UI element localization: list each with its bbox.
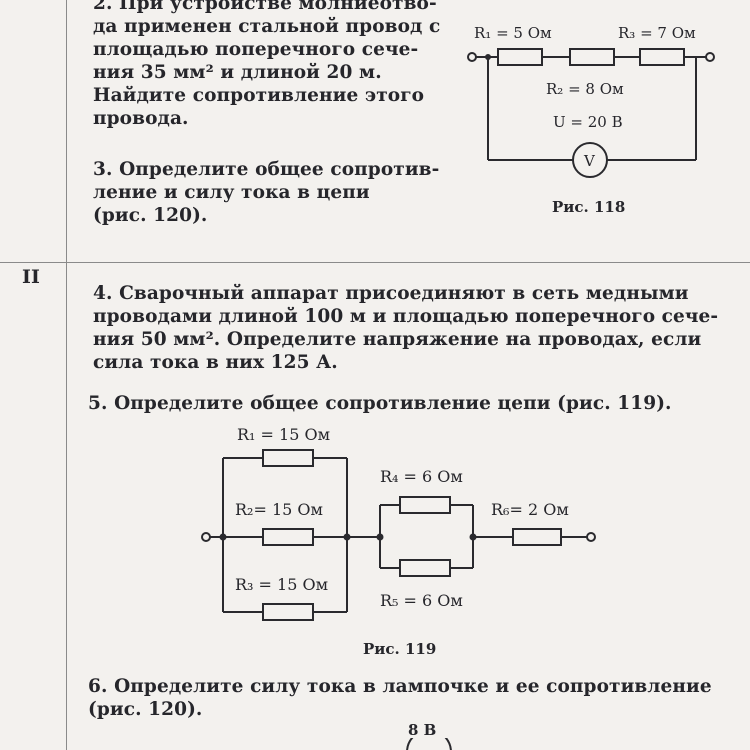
fig119-r6-label: R₆= 2 Ом <box>491 500 569 519</box>
q2-line: да применен стальной провод с <box>93 16 441 37</box>
question-6: 6. Определите силу тока в лампочке и ее … <box>88 675 738 721</box>
section-divider <box>0 262 750 263</box>
q2-line: Найдите сопротивление этого <box>93 85 425 106</box>
q3-line: (рис. 120). <box>93 205 208 226</box>
fig118-r3-label: R₃ = 7 Ом <box>618 24 696 42</box>
q3-line: Определите общее сопротив- <box>119 159 440 180</box>
margin-rule <box>66 0 67 750</box>
fig119-r2-label: R₂= 15 Ом <box>235 500 323 519</box>
q3-number: 3. <box>93 159 113 180</box>
question-5: 5. Определите общее сопротивление цепи (… <box>88 392 728 415</box>
fig120-voltage-label: 8 В <box>408 721 437 739</box>
section-mark: II <box>22 266 40 288</box>
q6-line: (рис. 120). <box>88 699 203 720</box>
fig118-resistor-r2 <box>569 48 615 66</box>
q6-number: 6. <box>88 676 108 697</box>
fig119-r4-label: R₄ = 6 Ом <box>380 467 463 486</box>
q4-line: ния 50 мм². Определите напряжение на про… <box>93 329 702 350</box>
q2-line: ния 35 мм² и длиной 20 м. <box>93 62 382 83</box>
question-2: 2. При устройстве молниеотво- да примене… <box>93 0 453 130</box>
question-4: 4. Сварочный аппарат присоединяют в сеть… <box>93 282 733 374</box>
q2-line: 2. При устройстве молниеотво- <box>93 0 437 14</box>
fig118-r1-label: R₁ = 5 Ом <box>474 24 552 42</box>
q5-text: Определите общее сопротивление цепи (рис… <box>114 393 672 414</box>
q6-line: Определите силу тока в лампочке и ее соп… <box>114 676 712 697</box>
fig118-caption: Рис. 118 <box>552 198 625 216</box>
q4-line: проводами длиной 100 м и площадью попере… <box>93 306 719 327</box>
voltmeter-icon: V <box>583 152 596 170</box>
figure-119: R₁ = 15 Ом R₂= 15 Ом R₃ = 15 Ом R₄ = 6 О… <box>201 425 596 658</box>
fig118-u-label: U = 20 В <box>553 113 623 131</box>
figure-118: R₁ = 5 Ом R₃ = 7 Ом R₂ = 8 Ом U = 20 В V… <box>467 24 715 216</box>
q5-number: 5. <box>88 393 108 414</box>
q4-number: 4. <box>93 283 113 304</box>
fig120-partial-arc <box>406 738 452 750</box>
q4-line: Сварочный аппарат присоединяют в сеть ме… <box>119 283 689 304</box>
fig119-r3-label: R₃ = 15 Ом <box>235 575 328 594</box>
q3-line: ление и силу тока в цепи <box>93 182 370 203</box>
q4-line: сила тока в них 125 А. <box>93 352 338 373</box>
fig119-r1-label: R₁ = 15 Ом <box>237 425 330 444</box>
fig119-caption: Рис. 119 <box>363 640 436 658</box>
q2-line: площадью поперечного сече- <box>93 39 419 60</box>
fig118-r2-label: R₂ = 8 Ом <box>546 80 624 98</box>
q2-line: провода. <box>93 108 189 129</box>
question-3: 3. Определите общее сопротив- ление и си… <box>93 158 453 227</box>
fig119-r5-label: R₅ = 6 Ом <box>380 591 463 610</box>
